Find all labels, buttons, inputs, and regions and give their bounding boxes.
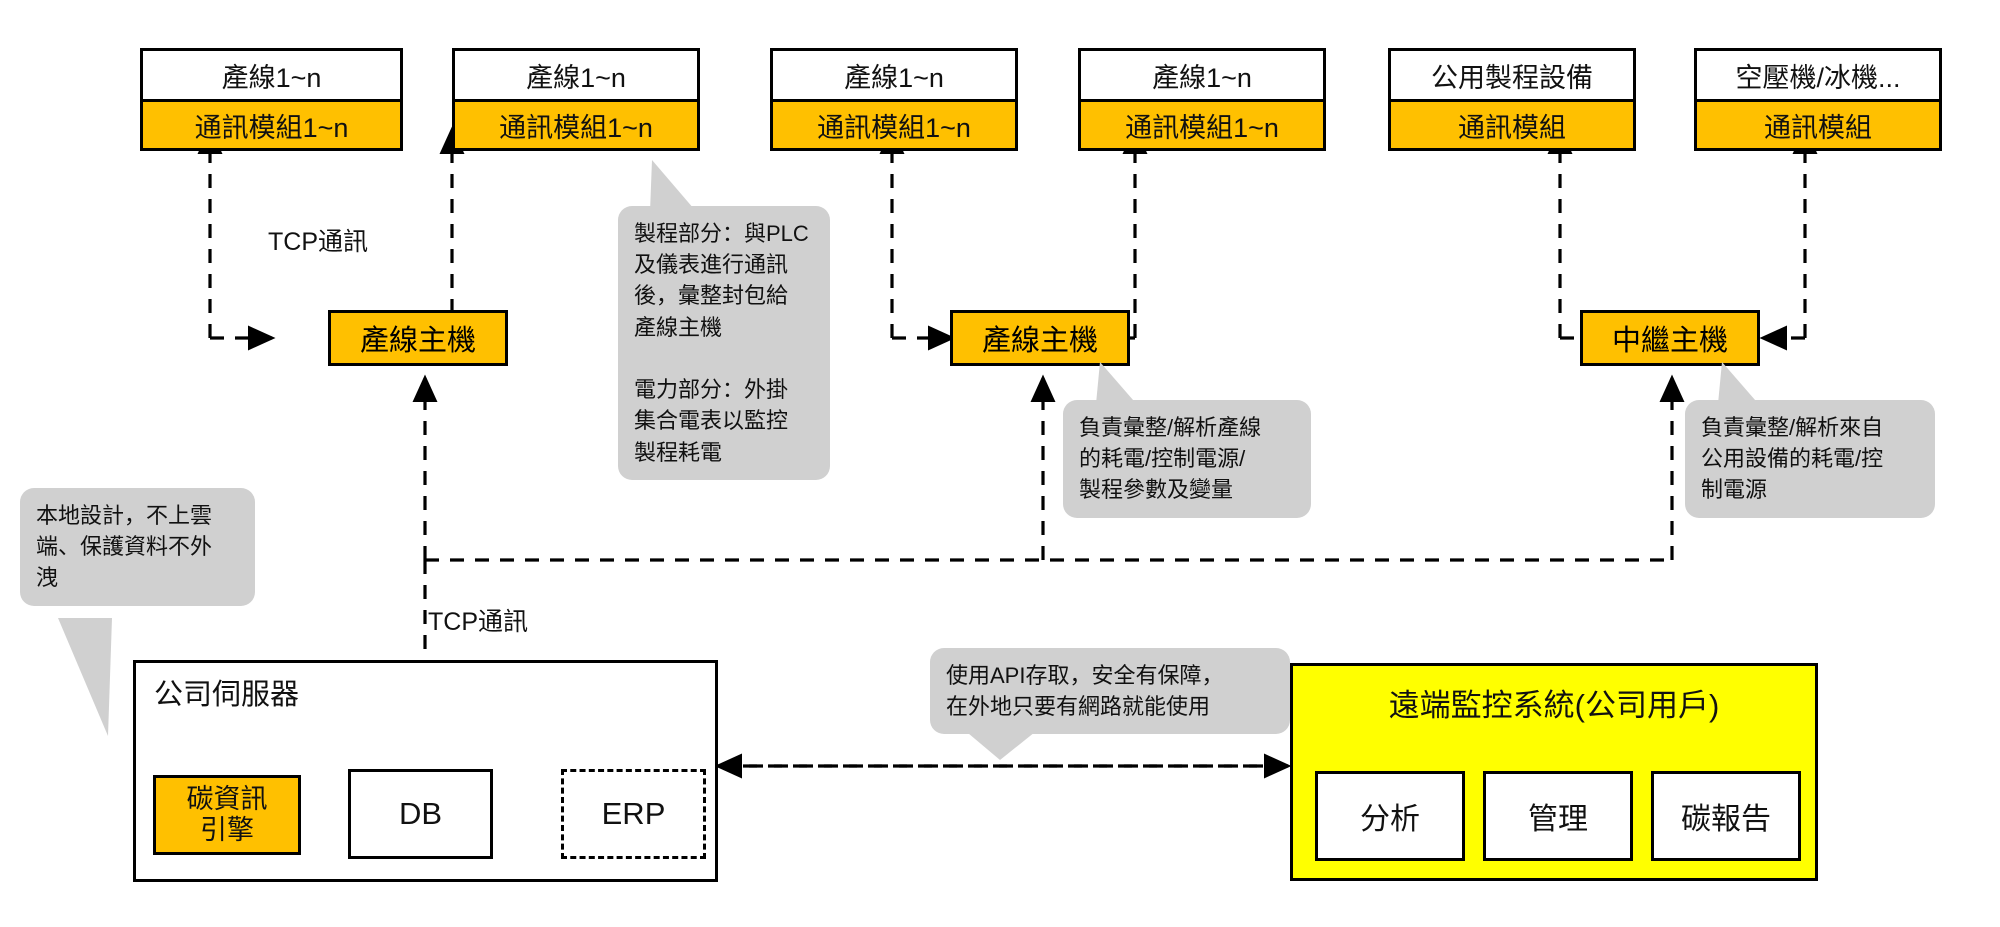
equipment-title: 空壓機/冰機...	[1697, 51, 1939, 99]
callout-relay-host-description: 負責彙整/解析來自 公用設備的耗電/控 制電源	[1685, 400, 1935, 518]
equipment-module: 通訊模組	[1391, 99, 1633, 148]
callout-api-access: 使用API存取，安全有保障， 在外地只要有網路就能使用	[930, 648, 1290, 735]
remote-monitoring-panel[interactable]: 遠端監控系統(公司用戶) 分析 管理 碳報告	[1290, 663, 1818, 881]
remote-button-analysis[interactable]: 分析	[1315, 771, 1465, 861]
edge-label-tcp-bottom: TCP通訊	[428, 608, 529, 636]
equipment-title: 公用製程設備	[1391, 51, 1633, 99]
equipment-title: 產線1~n	[143, 51, 400, 99]
remote-button-management[interactable]: 管理	[1483, 771, 1633, 861]
equipment-box-4[interactable]: 產線1~n 通訊模組1~n	[1078, 48, 1326, 151]
remote-button-carbon-report[interactable]: 碳報告	[1651, 771, 1801, 861]
equipment-box-3[interactable]: 產線1~n 通訊模組1~n	[770, 48, 1018, 151]
callout-line-host-description: 負責彙整/解析產線 的耗電/控制電源/ 製程參數及變量	[1063, 400, 1311, 518]
equipment-box-5[interactable]: 公用製程設備 通訊模組	[1388, 48, 1636, 151]
callout-local-design: 本地設計，不上雲 端、保護資料不外 洩	[20, 488, 255, 606]
equipment-box-6[interactable]: 空壓機/冰機... 通訊模組	[1694, 48, 1942, 151]
equipment-module: 通訊模組	[1697, 99, 1939, 148]
equipment-module: 通訊模組1~n	[1081, 99, 1323, 148]
equipment-box-1[interactable]: 產線1~n 通訊模組1~n	[140, 48, 403, 151]
host-box-relay[interactable]: 中繼主機	[1580, 310, 1760, 366]
company-server-container[interactable]: 公司伺服器 碳資訊 引擎 DB ERP	[133, 660, 718, 882]
host-box-line-2[interactable]: 產線主機	[950, 310, 1130, 366]
equipment-title: 產線1~n	[455, 51, 697, 99]
company-server-title: 公司伺服器	[154, 679, 300, 711]
equipment-module: 通訊模組1~n	[455, 99, 697, 148]
equipment-title: 產線1~n	[773, 51, 1015, 99]
equipment-box-2[interactable]: 產線1~n 通訊模組1~n	[452, 48, 700, 151]
equipment-title: 產線1~n	[1081, 51, 1323, 99]
callout-process-description: 製程部分：與PLC 及儀表進行通訊 後，彙整封包給 產線主機 電力部分：外掛 集…	[618, 206, 830, 480]
carbon-info-engine-box[interactable]: 碳資訊 引擎	[153, 775, 301, 855]
db-box[interactable]: DB	[348, 769, 493, 859]
equipment-module: 通訊模組1~n	[143, 99, 400, 148]
remote-monitoring-title: 遠端監控系統(公司用戶)	[1388, 688, 1720, 723]
erp-box[interactable]: ERP	[561, 769, 706, 859]
edge-label-tcp-top: TCP通訊	[268, 228, 369, 256]
callout-local-design-tail	[58, 618, 112, 736]
host-box-line-1[interactable]: 產線主機	[328, 310, 508, 366]
equipment-module: 通訊模組1~n	[773, 99, 1015, 148]
